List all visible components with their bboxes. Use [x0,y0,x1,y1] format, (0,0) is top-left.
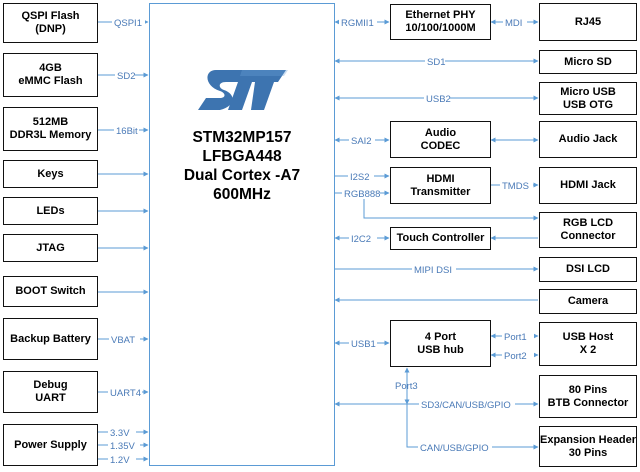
camera-title: Camera [567,295,609,307]
btb-connector-block: 80 Pins BTB Connector [539,375,637,418]
mdi-label: MDI [505,18,522,29]
audio-codec-block: Audio CODEC [390,121,491,158]
debug-uart-title: Debug [33,379,68,391]
micro-sd-title: Micro SD [564,55,612,68]
soc-label: STM32MP157 LFBGA448 Dual Cortex -A7 600M… [184,128,300,204]
i2c2-label: I2C2 [351,234,371,245]
uart-bus-label: UART4 [110,388,141,399]
backup-battery-block: Backup Battery [3,318,98,360]
rgb-lcd-title: RGB LCD [562,217,614,229]
qspi-flash-block: QSPI Flash (DNP) [3,3,98,43]
dsi-lcd-title: DSI LCD [566,263,610,275]
rail-3v3-label: 3.3V [110,428,130,439]
sd2-bus-label: SD2 [117,71,135,82]
usb-host-title: USB Host [562,331,614,343]
leds-title: LEDs [36,204,65,217]
port2-label: Port2 [504,351,527,362]
touch-controller-block: Touch Controller [390,227,491,250]
rgb-lcd-subtitle: Connector [560,230,616,242]
audio-codec-subtitle: CODEC [420,139,461,152]
rail-1v35-label: 1.35V [110,441,135,452]
ethernet-phy-block: Ethernet PHY 10/100/1000M [390,4,491,40]
usb-hub-title: USB hub [417,343,464,356]
btb-pins: 80 Pins [568,383,608,396]
rail-1v2-label: 1.2V [110,455,130,466]
rj45-title: RJ45 [574,15,602,28]
soc-block: STM32MP157 LFBGA448 Dual Cortex -A7 600M… [149,3,335,466]
rgb888-label: RGB888 [344,189,380,200]
qspi-flash-note: (DNP) [35,23,66,35]
debug-uart-subtitle: UART [35,392,66,404]
qspi-flash-title: QSPI Flash [21,10,80,22]
hdmi-transmitter-subtitle: Transmitter [410,185,471,198]
micro-usb-otg-block: Micro USB USB OTG [539,82,637,115]
usb-hub-ports: 4 Port [424,330,457,343]
expansion-header-block: Expansion Header 30 Pins [539,426,637,467]
camera-block: Camera [539,289,637,314]
sd1-label: SD1 [427,57,445,68]
expansion-link [406,404,539,450]
usb-host-block: USB Host X 2 [539,322,637,366]
touch-controller-title: Touch Controller [396,232,485,244]
soc-frequency: 600MHz [213,186,271,203]
hdmi-transmitter-title: HDMI [426,172,455,185]
expansion-header-pins: 30 Pins [568,446,608,459]
vbat-bus-label: VBAT [111,335,135,346]
power-supply-block: Power Supply [3,424,98,466]
port3-label: Port3 [395,381,418,392]
btb-title: BTB Connector [547,396,629,409]
micro-sd-block: Micro SD [539,50,637,74]
port1-label: Port1 [504,332,527,343]
power-supply-title: Power Supply [14,438,87,451]
ddr3l-memory-block: 512MB DDR3L Memory [3,107,98,151]
micro-usb-title: Micro USB [560,85,616,98]
boot-switch-block: BOOT Switch [3,276,98,307]
rgb888-lcd-link [363,193,539,221]
audio-jack-title: Audio Jack [558,133,618,145]
emmc-capacity: 4GB [39,62,62,74]
tmds-label: TMDS [502,181,529,192]
usb2-label: USB2 [426,94,451,105]
boot-switch-title: BOOT Switch [15,285,86,297]
expansion-header-title: Expansion Header [540,433,636,446]
rj45-block: RJ45 [539,3,637,41]
rgb-lcd-connector-block: RGB LCD Connector [539,212,637,248]
sai2-label: SAI2 [351,136,372,147]
usb-otg-title: USB OTG [562,98,614,111]
emmc-title: eMMC Flash [18,75,83,87]
dsi-lcd-block: DSI LCD [539,257,637,282]
hdmi-transmitter-block: HDMI Transmitter [390,167,491,204]
hdmi-jack-title: HDMI Jack [560,179,616,191]
usb-hub-block: 4 Port USB hub [390,320,491,367]
keys-title: Keys [37,167,64,180]
btb-bus-label: SD3/CAN/USB/GPIO [421,400,511,411]
rgmii-label: RGMII1 [341,18,374,29]
soc-package: LFBGA448 [202,148,282,165]
soc-core: Dual Cortex -A7 [183,167,301,184]
ddr3l-title: DDR3L Memory [9,129,92,141]
ethernet-phy-speed: 10/100/1000M [405,22,476,34]
jtag-block: JTAG [3,234,98,262]
expansion-bus-label: CAN/USB/GPIO [420,443,489,454]
leds-block: LEDs [3,197,98,225]
ddr-bus-label: 16Bit [116,126,138,137]
hdmi-jack-block: HDMI Jack [539,167,637,204]
qspi-bus-label: QSPI1 [114,18,142,29]
debug-uart-block: Debug UART [3,371,98,413]
backup-battery-title: Backup Battery [10,332,91,345]
jtag-title: JTAG [36,241,65,254]
keys-block: Keys [3,160,98,188]
usb1-label: USB1 [351,339,376,350]
audio-codec-title: Audio [424,126,457,139]
usb-host-count: X 2 [579,344,597,356]
soc-part-number: STM32MP157 [192,129,292,146]
emmc-flash-block: 4GB eMMC Flash [3,53,98,97]
i2s2-label: I2S2 [350,172,370,183]
st-logo [198,70,288,110]
mipi-dsi-label: MIPI DSI [414,265,452,276]
ethernet-phy-title: Ethernet PHY [405,9,476,21]
audio-jack-block: Audio Jack [539,121,637,158]
ddr3l-capacity: 512MB [32,116,69,128]
